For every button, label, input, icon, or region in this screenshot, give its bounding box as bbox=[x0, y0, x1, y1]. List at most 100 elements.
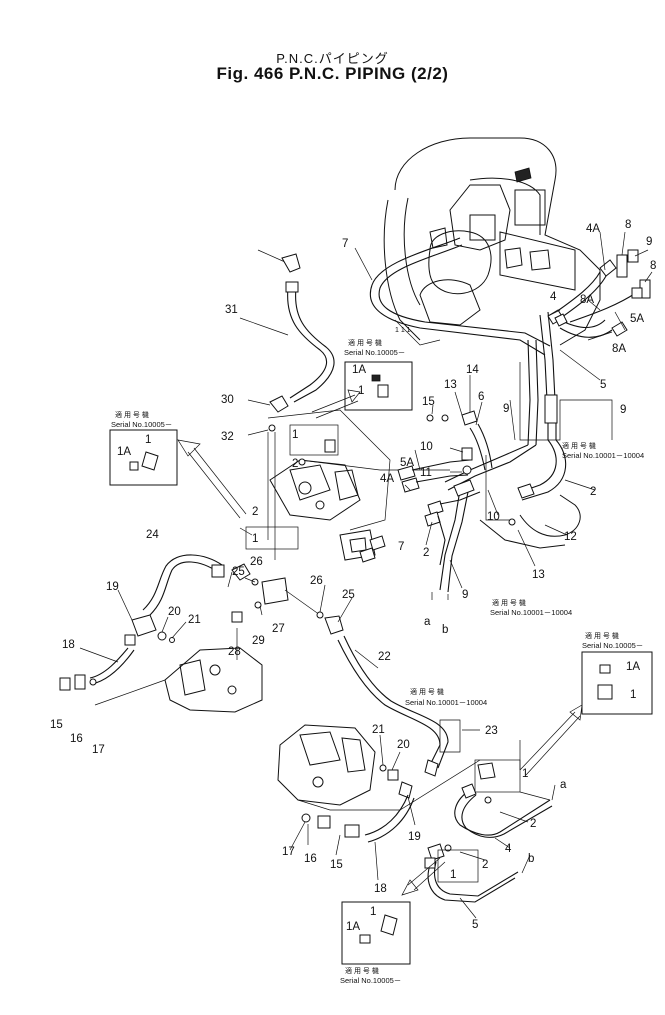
callout-15: 13 bbox=[532, 569, 545, 581]
callout-23b: 19 bbox=[408, 831, 421, 843]
callout-1-lower-b: 1 bbox=[450, 869, 456, 881]
svg-text:Serial No.10001－10004: Serial No.10001－10004 bbox=[562, 451, 644, 460]
callout-8b: 8 bbox=[650, 260, 656, 272]
callout-5-lower: 5 bbox=[472, 919, 478, 931]
callout-30: 26 bbox=[250, 556, 263, 568]
callout-17: 14 bbox=[466, 364, 479, 376]
serial-label-upper-center: 適 用 号 機 Serial No.10005－ bbox=[344, 338, 405, 357]
hose-26-27 bbox=[337, 635, 449, 777]
callout-2: 2 bbox=[292, 458, 298, 470]
callout-2b: 2 bbox=[252, 506, 258, 518]
callout-1-bottom: 1 bbox=[370, 906, 376, 918]
callout-5A: 5A bbox=[630, 313, 644, 325]
callout-1A-right: 1A bbox=[626, 661, 640, 673]
callout-1-upper: 1 bbox=[358, 385, 364, 397]
callout-10: 10 bbox=[487, 511, 500, 523]
callout-13c: 9 bbox=[462, 589, 468, 601]
pipe-14-15 bbox=[479, 494, 581, 549]
callout-18: 15 bbox=[422, 396, 435, 408]
callout-13b: 9 bbox=[503, 403, 509, 415]
serial-label-right-lower: 適 用 号 機 Serial No.10005－ bbox=[582, 631, 643, 650]
callout-20b: 16 bbox=[304, 853, 317, 865]
serial-label-left: 適 用 号 機 Serial No.10005－ bbox=[111, 410, 172, 429]
svg-text:適 用 号 機: 適 用 号 機 bbox=[562, 441, 596, 450]
callout-33: 29 bbox=[252, 635, 265, 647]
figure-title-japanese: P.N.C.パイピング bbox=[276, 51, 389, 66]
callout-3: 2 bbox=[590, 486, 596, 498]
callout-1-left: 1 bbox=[145, 434, 151, 446]
callout-7b: 7 bbox=[398, 541, 404, 553]
callout-22b: 18 bbox=[374, 883, 387, 895]
callout-36: 31 bbox=[225, 304, 238, 316]
callout-19: 15 bbox=[50, 719, 63, 731]
callout-b-lower: b bbox=[528, 853, 534, 865]
hoses-4-5-lower bbox=[424, 762, 553, 903]
inset-box-bottom bbox=[341, 901, 411, 965]
engine-assembly: 1 1 1 bbox=[383, 137, 601, 346]
svg-text:Serial No.10005－: Serial No.10005－ bbox=[344, 348, 405, 357]
svg-text:Serial No.10005－: Serial No.10005－ bbox=[340, 976, 401, 985]
callout-11: 10 bbox=[420, 441, 433, 453]
callout-34: 30 bbox=[221, 394, 234, 406]
callout-35: 32 bbox=[221, 431, 234, 443]
callout-26: 22 bbox=[378, 651, 391, 663]
callout-19b: 15 bbox=[330, 859, 343, 871]
callout-a: a bbox=[424, 616, 431, 628]
callout-5A-b: 5A bbox=[400, 457, 414, 469]
inset-box-upper-center bbox=[344, 361, 413, 411]
callout-1: 1 bbox=[292, 429, 298, 441]
callout-28: 24 bbox=[146, 529, 159, 541]
callout-4A-b: 4A bbox=[380, 473, 394, 485]
svg-text:1 1 1: 1 1 1 bbox=[395, 327, 411, 334]
valve-assembly-upper bbox=[267, 409, 481, 566]
callout-6: 6 bbox=[478, 391, 484, 403]
callout-3b: 2 bbox=[423, 547, 429, 559]
callout-8A: 8A bbox=[580, 294, 594, 306]
figure-title: Fig. 466 P.N.C. PIPING (2/2) bbox=[216, 64, 449, 83]
callout-1-right: 1 bbox=[630, 689, 636, 701]
callout-13: 9 bbox=[620, 404, 626, 416]
callout-22: 18 bbox=[62, 639, 75, 651]
callout-27: 23 bbox=[485, 725, 498, 737]
flow-arrows bbox=[177, 389, 583, 896]
svg-text:適 用 号 機: 適 用 号 機 bbox=[410, 687, 444, 696]
serial-label-right-upper: 適 用 号 機 Serial No.10001－10004 bbox=[562, 441, 644, 460]
callout-1-lower: 1 bbox=[522, 768, 528, 780]
callout-31: 27 bbox=[272, 623, 285, 635]
inset-box-left bbox=[109, 429, 178, 486]
callout-2-lower: 2 bbox=[530, 818, 536, 830]
callout-7: 7 bbox=[342, 238, 348, 250]
callout-25b: 21 bbox=[372, 724, 385, 736]
callout-8: 8 bbox=[625, 219, 631, 231]
callout-1b: 1 bbox=[252, 533, 258, 545]
serial-label-bottom: 適 用 号 機 Serial No.10005－ bbox=[340, 966, 401, 985]
callout-1A-bottom: 1A bbox=[346, 921, 360, 933]
pipe-36 bbox=[247, 249, 335, 560]
callout-4A: 4A bbox=[586, 223, 600, 235]
callout-labels: 7 31 4A 8 9 8 8A 4 5A 8A 5 9 9 14 13 6 1… bbox=[50, 219, 656, 933]
callout-brackets bbox=[245, 362, 613, 883]
callout-8A-b: 8A bbox=[612, 343, 626, 355]
callout-5: 5 bbox=[600, 379, 606, 391]
callout-29b: 25 bbox=[342, 589, 355, 601]
callout-1A-left: 1A bbox=[117, 446, 131, 458]
svg-text:適 用 号 機: 適 用 号 機 bbox=[348, 338, 382, 347]
callout-a-lower: a bbox=[560, 779, 567, 791]
callout-21b: 17 bbox=[282, 846, 295, 858]
callout-25: 21 bbox=[188, 614, 201, 626]
callout-29: 25 bbox=[232, 566, 245, 578]
serial-label-center-lower: 適 用 号 機 Serial No.10001－10004 bbox=[490, 598, 572, 617]
svg-text:適 用 号 機: 適 用 号 機 bbox=[585, 631, 619, 640]
fittings-8-9 bbox=[616, 231, 653, 299]
callout-9: 9 bbox=[646, 236, 652, 248]
callout-24b: 20 bbox=[397, 739, 410, 751]
valve-assembly-lower bbox=[277, 724, 481, 843]
svg-text:適 用 号 機: 適 用 号 機 bbox=[345, 966, 379, 975]
callout-1A-upper: 1A bbox=[352, 364, 366, 376]
hose-28-assembly bbox=[59, 554, 263, 713]
inset-box-right bbox=[581, 651, 653, 715]
fittings-6-11-12-16-17-18 bbox=[426, 375, 493, 475]
callout-12: 11 bbox=[420, 467, 432, 479]
callout-32: 28 bbox=[228, 646, 241, 658]
